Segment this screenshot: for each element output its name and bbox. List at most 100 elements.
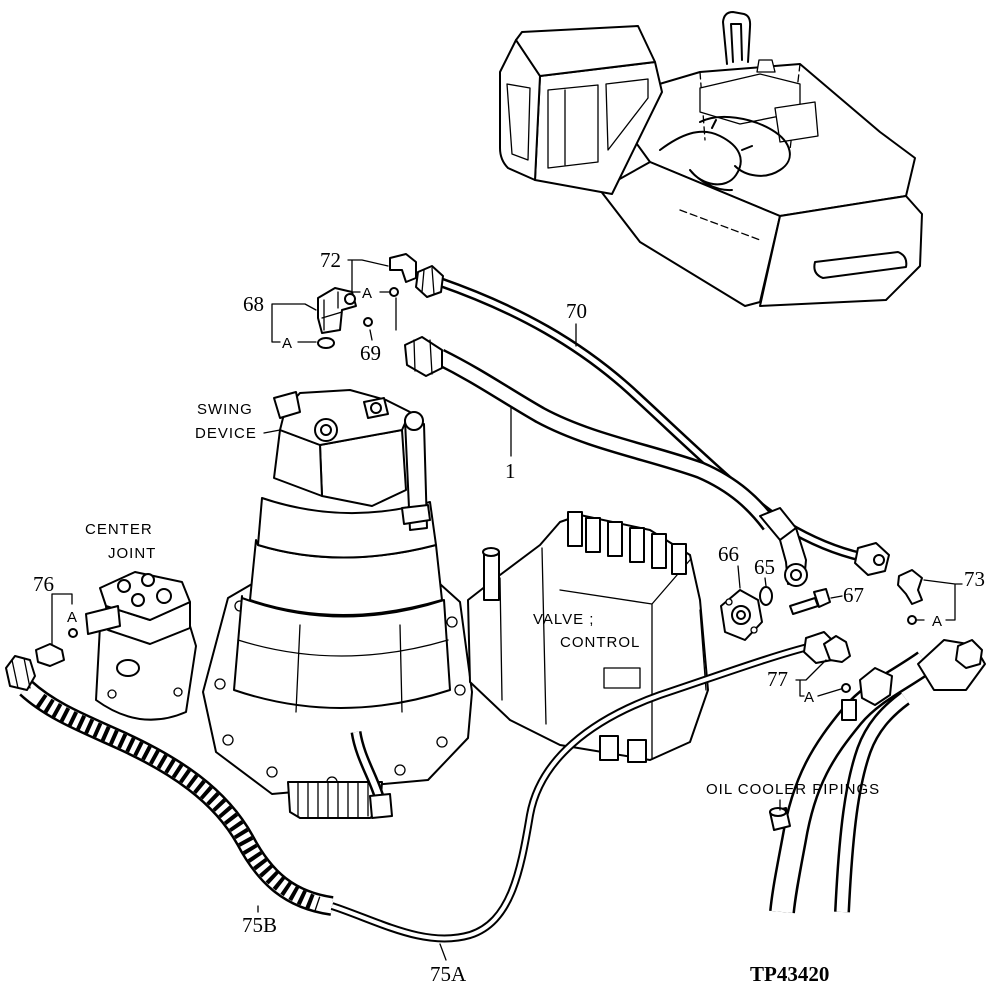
hose-70-inner bbox=[439, 279, 863, 560]
callout-72: 72 bbox=[320, 248, 341, 272]
flange-bolt-hole bbox=[266, 766, 278, 778]
callout-68: 68 bbox=[243, 292, 264, 316]
drain-hose-fitting bbox=[369, 793, 393, 819]
callout-75a: 75A bbox=[430, 962, 467, 986]
swing-side-pipe-joint bbox=[401, 504, 431, 525]
leader-77 bbox=[795, 659, 842, 697]
swing-device bbox=[202, 389, 473, 819]
spool-cap bbox=[607, 521, 623, 557]
battery-box bbox=[774, 101, 819, 143]
swing-valve-port-68-bore bbox=[320, 424, 332, 436]
relief-valve-cap bbox=[482, 547, 500, 557]
center-joint-label-line2: JOINT bbox=[108, 545, 156, 562]
hose-1-start-nut-lines bbox=[413, 339, 433, 375]
figure-id: TP43420 bbox=[750, 962, 829, 986]
hose-70-end-port bbox=[873, 554, 885, 566]
leader-76 bbox=[51, 593, 73, 646]
hose-70-start-nut-lines bbox=[421, 267, 435, 295]
flange-bolt-hole bbox=[436, 736, 448, 748]
oil-cooler-fitting-nut bbox=[955, 639, 983, 669]
callout-67: 67 bbox=[843, 583, 864, 607]
spool-cap bbox=[567, 511, 583, 547]
cap-screw-67-shank bbox=[789, 597, 819, 615]
handrail bbox=[722, 11, 752, 65]
center-joint-stopper-arm bbox=[85, 605, 121, 635]
spool-end-bottom bbox=[599, 735, 619, 761]
oil-cooler-pipe-2-inner bbox=[836, 693, 909, 913]
o-ring-68 bbox=[317, 337, 335, 349]
swing-valve-side-boss bbox=[273, 391, 301, 419]
elbow-fitting-68-port bbox=[344, 293, 356, 305]
pinion-gear-teeth bbox=[297, 781, 369, 819]
kit-mark-73: A bbox=[932, 613, 942, 630]
oil-cooler-pipings-label: OIL COOLER PIPINGS bbox=[706, 781, 880, 798]
swing-device-label-line2: DEVICE bbox=[195, 425, 257, 442]
spool-end-bottom bbox=[627, 739, 647, 763]
cab-front bbox=[499, 39, 541, 181]
hose-75b-start-nut-lines bbox=[11, 657, 31, 689]
oil-cooler-pipings bbox=[769, 639, 986, 914]
center-joint bbox=[85, 571, 197, 721]
control-valve-section-lines bbox=[499, 547, 707, 759]
center-joint-port bbox=[156, 588, 172, 604]
spool-cap bbox=[585, 517, 601, 553]
center-joint-bolt bbox=[107, 689, 117, 699]
callout-65: 65 bbox=[754, 555, 775, 579]
flange-bolt-hole bbox=[446, 616, 458, 628]
labels: 72 A 68 A 69 70 1 SWING DEVICE CENTER JO… bbox=[33, 248, 985, 986]
center-joint-port bbox=[117, 579, 131, 593]
hose-70 bbox=[415, 265, 890, 576]
cab-roof bbox=[515, 25, 656, 77]
callout-73: 73 bbox=[964, 567, 985, 591]
center-joint-base bbox=[95, 625, 197, 721]
flange-bolt-hole bbox=[222, 734, 234, 746]
split-flange-66-bore-inner bbox=[736, 610, 746, 620]
elbow-fitting-72 bbox=[389, 253, 417, 283]
cab-rear-window bbox=[605, 78, 649, 151]
cab-door-window bbox=[547, 84, 599, 169]
air-cleaner bbox=[756, 59, 776, 73]
elbow-fitting-77 bbox=[823, 635, 851, 663]
housing-rib-lines bbox=[237, 624, 449, 713]
hose-1 bbox=[404, 336, 808, 587]
kit-mark-68: A bbox=[282, 335, 292, 352]
center-joint-side-port bbox=[116, 659, 140, 677]
hose-1-end-port bbox=[790, 569, 802, 581]
o-ring-77 bbox=[841, 683, 851, 693]
callout-76: 76 bbox=[33, 572, 54, 596]
o-ring-72 bbox=[389, 287, 399, 297]
callout-66: 66 bbox=[718, 542, 739, 566]
flange-bolt-hole bbox=[394, 764, 406, 776]
hose-70-end-nut bbox=[854, 542, 890, 576]
hose-75b-start-nut bbox=[5, 655, 36, 691]
swing-side-pipe-nut bbox=[404, 411, 424, 431]
connector-fitting-76 bbox=[35, 643, 65, 667]
flange-bolt-hole bbox=[214, 678, 226, 690]
o-ring-76 bbox=[68, 628, 78, 638]
hose-70-outer bbox=[438, 277, 864, 562]
counterweight bbox=[759, 195, 923, 307]
o-ring-69 bbox=[363, 317, 373, 327]
kit-mark-77: A bbox=[804, 689, 814, 706]
control-valve-port-plate bbox=[603, 667, 641, 689]
spool-cap bbox=[629, 527, 645, 563]
flange-bolt-hole bbox=[454, 684, 466, 696]
callout-75b: 75B bbox=[242, 913, 277, 937]
center-joint-label-line1: CENTER bbox=[85, 521, 153, 538]
kit-mark-76: A bbox=[67, 609, 77, 626]
o-ring-73 bbox=[907, 615, 917, 625]
o-ring-65 bbox=[759, 586, 773, 606]
leader-67 bbox=[830, 595, 843, 599]
counterweight-slot bbox=[813, 251, 908, 279]
fittings bbox=[35, 253, 923, 693]
cap-screw-67-head bbox=[813, 588, 831, 608]
spool-cap bbox=[651, 533, 667, 569]
callout-1: 1 bbox=[505, 459, 516, 483]
control-valve-label-line2: CONTROL bbox=[560, 634, 640, 651]
center-joint-bolt bbox=[173, 687, 183, 697]
swing-motor-upper bbox=[257, 497, 437, 559]
center-joint-port bbox=[131, 593, 145, 607]
swing-device-label-line1: SWING bbox=[197, 401, 253, 418]
hose-75b-spring-guard bbox=[35, 693, 321, 912]
